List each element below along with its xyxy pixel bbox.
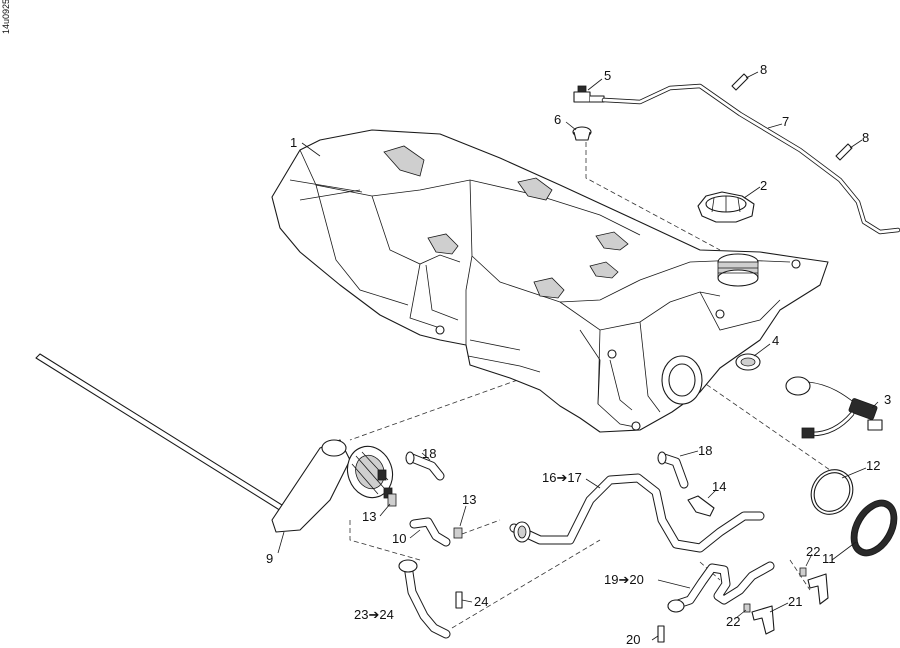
callout-13b: 13 <box>462 492 476 507</box>
small-clamp-20 <box>657 625 665 643</box>
callout-6: 6 <box>554 112 561 127</box>
callout-19-20: 19➔20 <box>604 572 644 587</box>
reference-code: 14u0925 <box>1 0 11 34</box>
drain-plug <box>735 353 761 371</box>
callout-12: 12 <box>866 458 880 473</box>
callout-23-24: 23➔24 <box>354 607 394 622</box>
callout-14: 14 <box>712 479 726 494</box>
hose-bracket <box>751 573 829 635</box>
elbow-hose-right <box>657 451 689 489</box>
callout-3: 3 <box>884 392 891 407</box>
short-hose <box>409 517 451 547</box>
screw-b <box>743 603 751 613</box>
leader-lines <box>277 71 879 641</box>
callout-24: 24 <box>474 594 488 609</box>
vent-valve <box>573 85 605 103</box>
callout-22b: 22 <box>726 614 740 629</box>
callout-labels: 1 2 3 4 5 6 7 8 8 9 10 11 12 13 13 14 16… <box>266 62 891 647</box>
hose-clamp-a <box>731 73 749 91</box>
callout-1: 1 <box>290 135 297 150</box>
elbow-hose-left <box>405 451 445 481</box>
vent-hose <box>601 83 900 235</box>
hose-clamp-b <box>835 143 853 161</box>
o-ring <box>810 469 854 515</box>
callout-13a: 13 <box>362 509 376 524</box>
callout-9: 9 <box>266 551 273 566</box>
callout-5: 5 <box>604 68 611 83</box>
fitting-left <box>387 493 397 507</box>
callout-21: 21 <box>788 594 802 609</box>
lower-hose <box>398 559 451 639</box>
callout-18b: 18 <box>698 443 712 458</box>
fuel-pump-assembly <box>35 353 394 533</box>
return-hose <box>667 561 775 613</box>
callout-7: 7 <box>782 114 789 129</box>
fuel-level-sensor <box>785 376 883 439</box>
fuel-tank <box>271 129 829 433</box>
callout-16-17: 16➔17 <box>542 470 582 485</box>
filler-cap <box>697 191 755 223</box>
small-clamp-24 <box>455 591 463 609</box>
grommet <box>572 126 592 141</box>
callout-10: 10 <box>392 531 406 546</box>
screw-a <box>799 567 807 577</box>
callout-11: 11 <box>822 551 836 566</box>
callout-2: 2 <box>760 178 767 193</box>
callout-8a: 8 <box>760 62 767 77</box>
callout-4: 4 <box>772 333 779 348</box>
fuel-supply-hose <box>509 473 765 553</box>
fitting-right <box>453 527 463 539</box>
callout-8b: 8 <box>862 130 869 145</box>
lock-ring <box>850 499 898 557</box>
hose-clip <box>687 495 715 517</box>
callout-18a: 18 <box>422 446 436 461</box>
callout-22a: 22 <box>806 544 820 559</box>
callout-20: 20 <box>626 632 640 647</box>
